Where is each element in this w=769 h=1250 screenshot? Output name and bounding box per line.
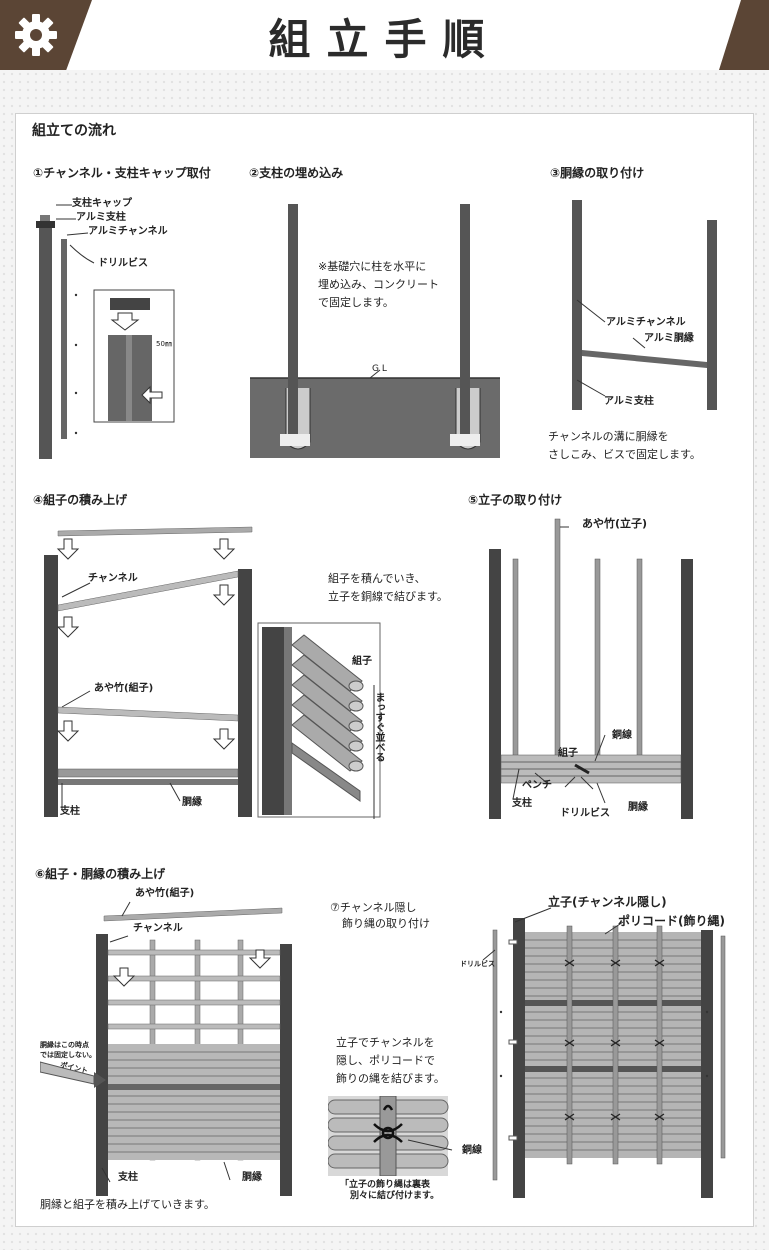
- step3-title: ③胴縁の取り付け: [550, 166, 645, 180]
- step1-title: ①チャンネル・支柱キャップ取付: [33, 166, 211, 180]
- label-channel-6: チャンネル: [133, 923, 183, 934]
- step1-illustration: [36, 204, 175, 459]
- label-rail-5: 胴縁: [628, 802, 648, 813]
- step3-note-line2: さしこみ、ビスで固定します。: [548, 448, 701, 461]
- label-kumiko-4: 組子: [352, 656, 372, 667]
- label-drill-screw: ドリルビス: [98, 258, 148, 269]
- label-channel-4: チャンネル: [88, 573, 138, 584]
- page-title: 組立手順: [268, 15, 501, 64]
- label-tateko-5: あや竹(立子): [582, 517, 648, 530]
- step6-note: 胴縁と組子を積み上げていきます。: [40, 1198, 215, 1211]
- step7-caption-line1: 「立子の飾り縄は裏表: [340, 1180, 431, 1190]
- step7-illustration: [482, 907, 726, 1198]
- label-alu-post: アルミ支柱: [76, 212, 126, 223]
- label-bamboo-4: あや竹(組子): [94, 683, 154, 694]
- step2-illustration: [250, 204, 500, 458]
- label-bamboo-6: あや竹(組子): [135, 888, 195, 899]
- step7-note-line1: 立子でチャンネルを: [336, 1036, 435, 1049]
- step7-note-line2: 隠し、ポリコードで: [336, 1054, 435, 1067]
- step7-detail-illustration: [328, 1096, 453, 1176]
- label-rail-4: 胴縁: [182, 797, 202, 808]
- label-alu-channel-3: アルミチャンネル: [606, 317, 686, 328]
- label-align-straight: まっすぐ並べる: [373, 692, 384, 762]
- step3-note-line1: チャンネルの溝に胴縁を: [548, 430, 669, 443]
- step4-note-line2: 立子を銅線で結びます。: [328, 590, 448, 603]
- step2-title: ②支柱の埋め込み: [249, 166, 344, 180]
- step5-title: ⑤立子の取り付け: [468, 493, 563, 507]
- label-post-5: 支柱: [512, 798, 532, 809]
- step6-illustration: [40, 901, 292, 1196]
- label-wire-7: 銅線: [462, 1145, 482, 1156]
- label-alu-post-3: アルミ支柱: [604, 396, 654, 407]
- label-post-6: 支柱: [118, 1172, 138, 1183]
- caution-line2: では固定しない。: [40, 1051, 96, 1059]
- page-header: 組立手順: [0, 0, 769, 70]
- step7-title-line1: ⑦チャンネル隠し: [330, 901, 417, 914]
- step7-title-line2: 飾り縄の取り付け: [342, 917, 430, 930]
- label-kumiko-5: 組子: [558, 748, 578, 759]
- label-poly-cord: ポリコード(飾り縄): [618, 914, 725, 928]
- label-alu-channel: アルミチャンネル: [88, 226, 168, 237]
- step7-note-line3: 飾りの縄を結びます。: [336, 1072, 445, 1085]
- flow-heading: 組立ての流れ: [32, 123, 116, 139]
- step3-illustration: [572, 200, 717, 410]
- caution-line1: 胴縁はこの時点: [40, 1041, 89, 1049]
- label-pliers: ペンチ: [522, 780, 552, 791]
- label-post-4: 支柱: [60, 806, 80, 817]
- step5-illustration: [489, 518, 693, 819]
- gear-icon: [15, 14, 57, 56]
- label-screw-7: ドリルビス: [460, 960, 495, 968]
- step2-note-line3: で固定します。: [318, 296, 394, 309]
- step2-note-line1: ※基礎穴に柱を水平に: [318, 260, 427, 273]
- label-alu-rail: アルミ胴縁: [644, 333, 694, 344]
- step4-note-line1: 組子を積んでいき、: [328, 572, 426, 585]
- step6-title: ⑥組子・胴縁の積み上げ: [35, 867, 166, 881]
- label-wire-5: 銅線: [612, 730, 632, 741]
- step4-title: ④組子の積み上げ: [33, 493, 128, 507]
- label-dimension: 50㎜: [156, 340, 172, 348]
- label-tateko-channel-cover: 立子(チャンネル隠し): [548, 895, 667, 909]
- label-rail-6: 胴縁: [242, 1172, 262, 1183]
- ground-level-label: G L: [372, 364, 387, 374]
- label-screw-5: ドリルビス: [560, 808, 610, 819]
- label-post-cap: 支柱キャップ: [72, 198, 132, 209]
- step2-note-line2: 埋め込み、コンクリート: [318, 278, 439, 291]
- step7-caption-line2: 別々に結び付けます。: [350, 1191, 440, 1201]
- step4-illustration: [44, 526, 381, 819]
